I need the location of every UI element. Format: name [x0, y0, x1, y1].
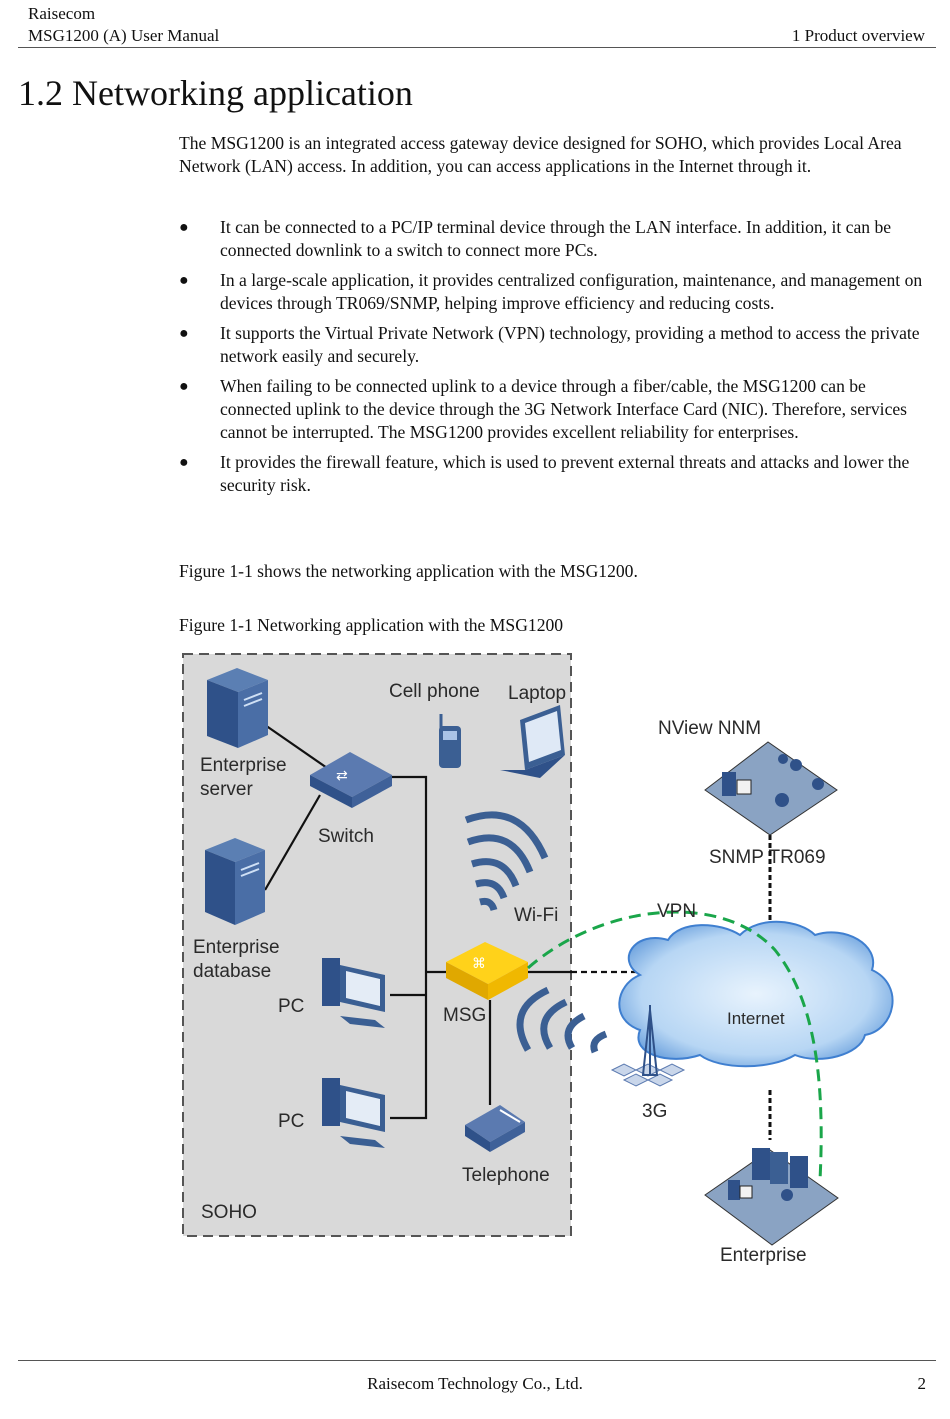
telephone-icon: [465, 1105, 525, 1152]
bullet-icon: ●: [179, 454, 189, 471]
figure-reference[interactable]: Figure 1-1 shows the networking applicat…: [179, 561, 638, 581]
pc-icon: [322, 958, 385, 1028]
label-enterprise-database-1: Enterprise: [193, 937, 280, 958]
label-vpn: VPN: [657, 901, 696, 922]
label-internet: Internet: [727, 1009, 785, 1028]
feature-list: ●It can be connected to a PC/IP terminal…: [179, 216, 939, 504]
3g-signal-icon: [516, 986, 608, 1054]
enterprise-server-icon: [207, 668, 268, 748]
figure-caption: Figure 1-1 Networking application with t…: [179, 615, 564, 635]
lan-links: [264, 724, 571, 1120]
page-number: 2: [917, 1374, 927, 1393]
header-chapter: 1 Product overview: [791, 26, 925, 45]
msg-device-icon: ⌘: [446, 942, 528, 1000]
label-enterprise-server-2: server: [200, 779, 253, 800]
vpn-tunnel: [527, 910, 823, 1181]
label-telephone: Telephone: [462, 1165, 550, 1186]
header-company: Raisecom: [28, 4, 96, 23]
list-item: ●It provides the firewall feature, which…: [179, 452, 910, 495]
label-enterprise-server-1: Enterprise: [200, 755, 287, 776]
nview-nnm-icon: [704, 741, 838, 836]
label-laptop: Laptop: [508, 683, 566, 704]
enterprise-database-icon: [205, 838, 265, 925]
label-switch: Switch: [318, 826, 374, 847]
bullet-icon: ●: [179, 272, 189, 289]
bullet-icon: ●: [179, 219, 189, 236]
header-divider: [18, 47, 936, 48]
label-pc-1: PC: [278, 996, 304, 1017]
list-item: ●When failing to be connected uplink to …: [179, 376, 908, 442]
label-wifi: Wi-Fi: [514, 905, 558, 926]
soho-zone: [182, 653, 572, 1237]
list-item: ●It can be connected to a PC/IP terminal…: [179, 217, 892, 260]
header-manual-title: MSG1200 (A) User Manual: [28, 26, 220, 45]
list-item: ●In a large-scale application, it provid…: [179, 270, 923, 313]
bullet-icon: ●: [179, 325, 189, 342]
3g-tower-icon: [610, 1005, 686, 1087]
list-item: ●It supports the Virtual Private Network…: [179, 323, 920, 366]
svg-text:⇄: ⇄: [336, 768, 348, 784]
laptop-icon: [500, 705, 565, 778]
footer-company: Raisecom Technology Co., Ltd.: [367, 1374, 583, 1393]
bullet-icon: ●: [179, 378, 189, 395]
section-title: 1.2 Networking application: [18, 73, 413, 113]
switch-icon: ⇄: [310, 752, 392, 808]
label-3g: 3G: [642, 1101, 667, 1122]
label-pc-2: PC: [278, 1111, 304, 1132]
wifi-icon: [464, 811, 549, 912]
label-snmp-tr069: SNMP TR069: [709, 847, 826, 868]
label-enterprise: Enterprise: [720, 1245, 807, 1266]
intro-paragraph: The MSG1200 is an integrated access gate…: [179, 133, 902, 176]
enterprise-icon: [704, 1148, 839, 1246]
label-soho: SOHO: [201, 1202, 257, 1223]
label-msg: MSG: [443, 1005, 486, 1026]
cell-phone-icon: [439, 714, 461, 768]
label-nview-nnm: NView NNM: [658, 718, 761, 739]
pc-icon: [322, 1078, 385, 1148]
svg-text:⌘: ⌘: [472, 956, 486, 972]
label-enterprise-database-2: database: [193, 961, 271, 982]
label-cell-phone: Cell phone: [389, 681, 480, 702]
footer-divider: [18, 1360, 936, 1361]
internet-cloud-icon: [618, 920, 894, 1068]
